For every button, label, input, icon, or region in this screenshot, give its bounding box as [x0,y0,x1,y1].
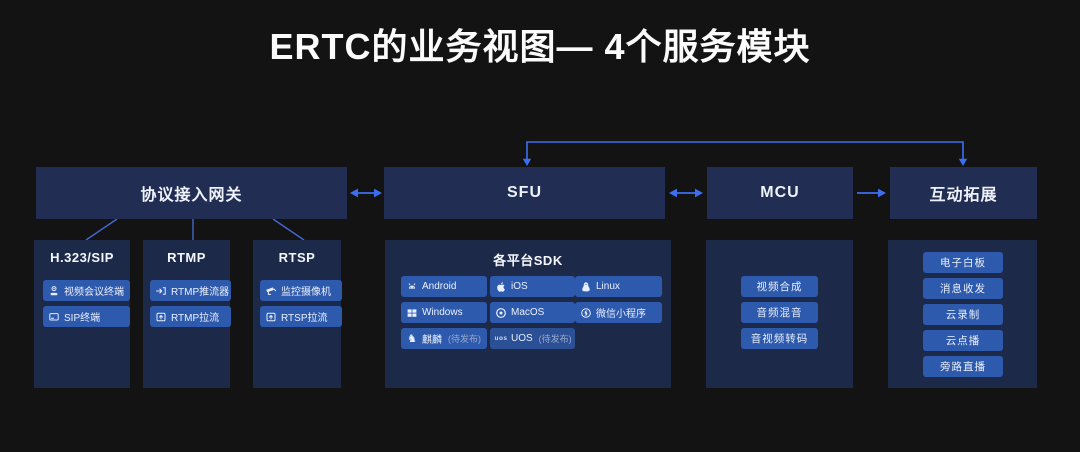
chip-sip-terminal: SIP终端 [43,306,130,327]
panel-h323-sip-title: H.323/SIP [50,250,114,265]
module-mcu: MCU [707,167,853,219]
chip-label: MacOS [511,307,545,318]
arrow-mcu-extension [857,188,886,198]
video-conference-terminal-icon [48,285,60,297]
panel-platform-sdk-title: 各平台SDK [493,253,563,268]
panel-rtmp-title: RTMP [167,250,206,265]
linux-icon [580,281,592,293]
chip-video-composition: 视频合成 [741,276,818,297]
chip-label: 微信小程序 [596,309,646,320]
chip-windows: Windows [401,302,487,323]
macos-icon [495,307,507,319]
chip-surveillance-camera: 监控摄像机 [260,280,342,301]
chip-label: Windows [422,307,463,318]
panel-extension-features: 电子白板 消息收发 云录制 云点播 旁路直播 [888,240,1037,388]
surveillance-camera-icon [265,285,277,297]
panel-rtsp-title: RTSP [278,250,316,265]
chip-uos: uos UOS (待发布) [490,328,575,349]
chip-label: RTMP推流器 [171,287,230,298]
gateway-fanout-lines [85,218,305,241]
chip-kylin: ♞ 麒麟 (待发布) [401,328,487,349]
chip-wechat-miniprogram: 微信小程序 [575,302,662,323]
chip-whiteboard: 电子白板 [923,252,1003,273]
android-icon [406,281,418,293]
chip-pending-suffix: (待发布) [538,334,572,344]
chip-av-transcoding: 音视频转码 [741,328,818,349]
chip-label: iOS [511,281,528,292]
chip-label: Android [422,281,457,292]
chip-label: RTMP拉流 [171,313,220,324]
chip-audio-mixing: 音频混音 [741,302,818,323]
chip-label: 云录制 [945,309,981,321]
chip-rtmp-pusher: RTMP推流器 [150,280,231,301]
arrow-gateway-sfu [350,188,382,198]
arrow-sfu-mcu [669,188,703,198]
pull-stream-icon [155,311,167,323]
chip-macos: MacOS [490,302,575,323]
panel-rtsp: RTSP 监控摄像机 RTSP拉流 [253,240,342,388]
chip-cloud-vod: 云点播 [923,330,1003,351]
panel-mcu-features: 视频合成 音频混音 音视频转码 [706,240,853,388]
chip-video-conference-terminal: 视频会议终端 [43,280,130,301]
chip-label: 视频合成 [756,281,803,293]
chip-label: 云点播 [945,335,981,347]
chip-label: SIP终端 [64,313,101,324]
pull-stream-icon [265,311,277,323]
chip-label: 监控摄像机 [281,287,331,298]
uos-icon: uos [494,335,508,342]
windows-icon [406,307,418,319]
kylin-icon: ♞ [407,332,417,345]
sip-terminal-icon [48,311,60,323]
module-sfu: SFU [384,167,665,219]
module-gateway: 协议接入网关 [36,167,347,219]
push-stream-icon [155,285,167,297]
chip-label: 麒麟 [422,335,442,346]
apple-icon [495,281,507,293]
chip-label: Linux [596,281,620,292]
chip-label: 电子白板 [940,257,986,269]
page-title: ERTC的业务视图— 4个服务模块 [269,26,811,67]
panel-platform-sdk: 各平台SDK Android iOS [385,240,671,388]
chip-messaging: 消息收发 [923,278,1003,299]
chip-label: 视频会议终端 [64,287,124,298]
chip-linux: Linux [575,276,662,297]
chip-pending-suffix: (待发布) [448,334,481,344]
chip-ios: iOS [490,276,575,297]
chip-label: 旁路直播 [940,361,986,373]
chip-rtmp-pull: RTMP拉流 [150,306,231,327]
chip-android: Android [401,276,487,297]
arrow-sfu-extension-loop [522,141,968,166]
chip-bypass-live: 旁路直播 [923,356,1003,377]
chip-label: 消息收发 [940,283,986,295]
wechat-miniprogram-icon [580,307,592,319]
chip-label: RTSP拉流 [281,313,328,324]
panel-rtmp: RTMP RTMP推流器 RTMP拉流 [143,240,231,388]
chip-label: 音视频转码 [750,333,809,345]
chip-rtsp-pull: RTSP拉流 [260,306,342,327]
chip-cloud-recording: 云录制 [923,304,1003,325]
module-extension: 互动拓展 [890,167,1037,219]
panel-h323-sip: H.323/SIP 视频会议终端 SIP终端 [34,240,130,388]
chip-label: UOS [511,333,533,344]
chip-label: 音频混音 [756,307,803,319]
